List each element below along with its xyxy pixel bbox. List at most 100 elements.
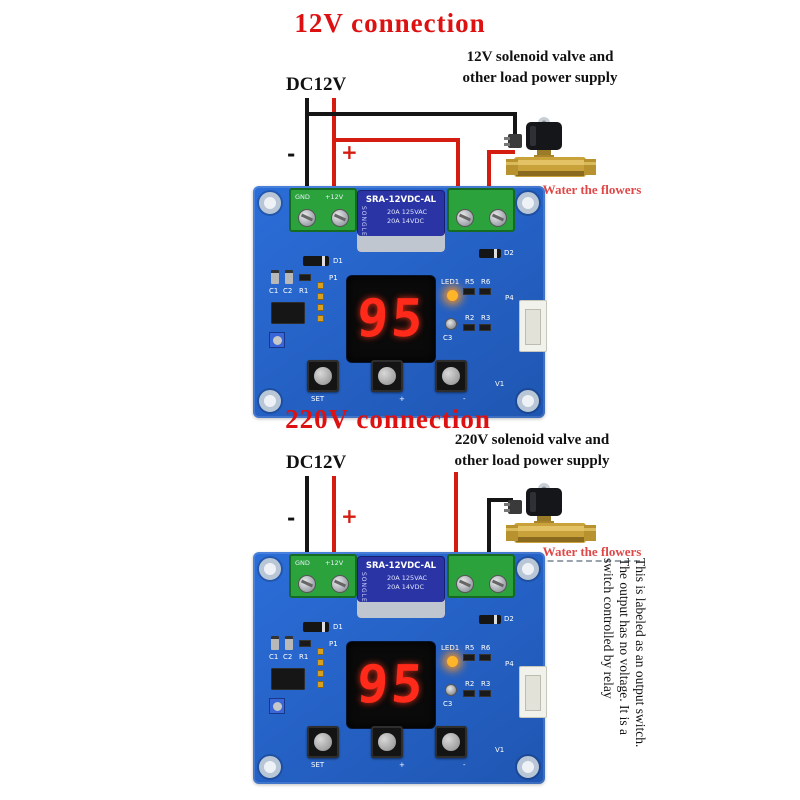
wire-positive-branch-horizontal — [334, 138, 460, 142]
header-pin — [317, 315, 324, 322]
terminal-screw — [489, 209, 507, 227]
mounting-hole — [517, 558, 539, 580]
plus-sign: + — [341, 140, 358, 164]
output-switch-note: This is labeled as an output switch. The… — [600, 558, 648, 798]
relay-model-label: SRA-12VDC-AL — [365, 195, 437, 205]
relay: SRA-12VDC-AL 20A 125VAC 20A 14VDC SONGLE — [357, 190, 445, 252]
note-line1: This is labeled as an output switch. — [633, 558, 648, 748]
terminal-screw — [331, 209, 349, 227]
mounting-hole — [259, 192, 281, 214]
dashed-leader-line — [538, 560, 640, 562]
solenoid-valve-illustration — [504, 483, 596, 543]
valve-caption: Water the flowers — [542, 544, 642, 559]
display-digits: 95 — [354, 655, 428, 715]
capacitor-c3 — [445, 318, 457, 330]
plus-button-label: + — [399, 761, 405, 769]
label-d2: D2 — [504, 615, 514, 623]
header-pin — [317, 659, 324, 666]
wire-to-valve-stub — [513, 112, 517, 136]
wire-relay-output-horizontal — [487, 498, 513, 502]
mounting-hole — [517, 756, 539, 778]
wire-positive — [332, 476, 336, 554]
terminal-screw — [331, 575, 349, 593]
terminal-screw — [456, 209, 474, 227]
led-label: LED1 — [441, 278, 460, 286]
set-button-label: SET — [311, 395, 325, 403]
label-r5: R5 — [465, 278, 475, 286]
capacitor-c3 — [445, 684, 457, 696]
plus-button — [371, 726, 403, 758]
solenoid-valve-illustration — [504, 117, 596, 177]
mounting-hole — [517, 390, 539, 412]
wire-relay-output-to-supply — [454, 472, 458, 554]
valve-caption: Water the flowers — [542, 182, 642, 197]
resistor-r2 — [463, 324, 475, 331]
capacitor-c2 — [285, 636, 293, 650]
header-pin — [317, 681, 324, 688]
label-p1: P1 — [329, 640, 338, 648]
relay-spec2: 20A 14VDC — [387, 583, 425, 591]
minus-button-label: - — [463, 395, 466, 403]
power-terminal-block — [289, 554, 357, 598]
mounting-hole — [259, 756, 281, 778]
ic-chip — [271, 302, 305, 324]
resistor-r5 — [463, 654, 475, 661]
timer-relay-board: GND +12V SRA-12VDC-AL 20A 125VAC 20A 14V… — [253, 552, 547, 784]
label-d1: D1 — [333, 623, 343, 631]
diode-d1 — [303, 622, 329, 632]
resistor-r6 — [479, 288, 491, 295]
terminal-label-12v: +12V — [325, 559, 344, 567]
trimmer — [269, 698, 285, 714]
seven-segment-display: 95 — [347, 276, 435, 362]
p4-connector — [519, 666, 547, 718]
resistor-r5 — [463, 288, 475, 295]
label-c3: C3 — [443, 700, 453, 708]
relay: SRA-12VDC-AL 20A 125VAC 20A 14VDC SONGLE — [357, 556, 445, 618]
wire-relay-output-vertical — [487, 150, 491, 190]
set-button-label: SET — [311, 761, 325, 769]
wire-negative — [305, 476, 309, 554]
label-r6: R6 — [481, 278, 491, 286]
mounting-hole — [259, 390, 281, 412]
relay-spec1: 20A 125VAC — [387, 208, 428, 216]
resistor-r6 — [479, 654, 491, 661]
terminal-screw — [489, 575, 507, 593]
label-r1: R1 — [299, 287, 309, 295]
p4-connector — [519, 300, 547, 352]
wire-positive-branch-vertical — [456, 138, 460, 190]
timer-relay-board: GND +12V SRA-12VDC-AL 20A 125VAC 20A 14V… — [253, 186, 547, 418]
section-title-12v: 12V connection — [294, 8, 486, 38]
mounting-hole — [259, 558, 281, 580]
terminal-label-gnd: GND — [295, 559, 310, 567]
plus-button — [371, 360, 403, 392]
label-d2: D2 — [504, 249, 514, 257]
trimmer — [269, 332, 285, 348]
wire-relay-output-vertical — [487, 498, 491, 554]
supply-note-line1: 220V solenoid valve and — [454, 432, 610, 448]
diode-d2 — [479, 249, 501, 258]
ic-chip — [271, 668, 305, 690]
supply-note-line2: other load power supply — [454, 453, 610, 469]
relay-output-terminal-block — [447, 554, 515, 598]
header-pin — [317, 670, 324, 677]
label-r3: R3 — [481, 314, 491, 322]
label-c1: C1 — [269, 287, 279, 295]
wire-relay-output-horizontal — [487, 150, 515, 154]
minus-sign: - — [287, 142, 296, 166]
label-r5: R5 — [465, 644, 475, 652]
wire-to-valve-horizontal — [305, 112, 517, 116]
label-c2: C2 — [283, 653, 293, 661]
supply-note-line2: other load power supply — [462, 70, 618, 86]
seven-segment-display: 95 — [347, 642, 435, 728]
label-v1: V1 — [495, 380, 505, 388]
wire-positive — [332, 98, 336, 190]
label-c3: C3 — [443, 334, 453, 342]
label-c2: C2 — [283, 287, 293, 295]
plus-button-label: + — [399, 395, 405, 403]
capacitor-c2 — [285, 270, 293, 284]
power-terminal-block — [289, 188, 357, 232]
header-pin — [317, 282, 324, 289]
note-line2: The output has no voltage. It is a — [617, 558, 632, 735]
header-pin — [317, 293, 324, 300]
